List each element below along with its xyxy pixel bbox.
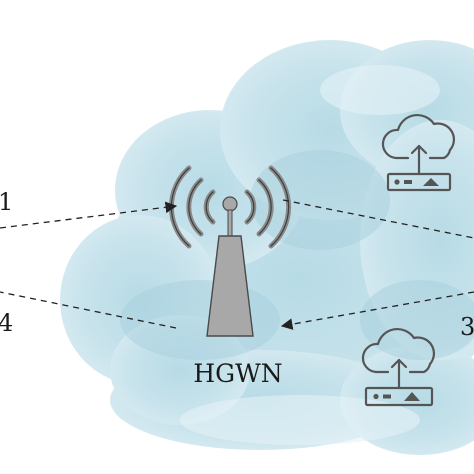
hub-label: HGWN	[193, 359, 282, 388]
radio-tower-icon	[168, 165, 292, 337]
link-tower-to-left	[0, 291, 177, 329]
cloud-upload-router-icon	[381, 114, 455, 192]
edge-label-right-bottom: 3	[460, 313, 474, 341]
edge-label-left-top: 1	[0, 188, 13, 216]
arrow-left-to-tower	[0, 201, 178, 229]
cloud-upload-router-icon	[361, 328, 435, 407]
edge-label-left-bottom: 4	[0, 309, 13, 337]
